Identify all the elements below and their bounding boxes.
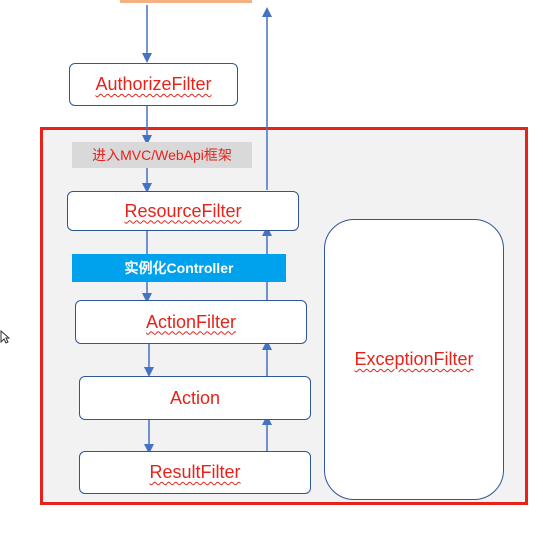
exception-filter-label: ExceptionFilter xyxy=(354,349,474,369)
instantiate-controller-tag: 实例化Controller xyxy=(72,254,286,282)
result-filter-box: ResultFilter xyxy=(79,451,311,494)
action-label: Action xyxy=(169,387,221,408)
exception-filter-box: ExceptionFilter xyxy=(324,219,504,500)
resource-filter-box: ResourceFilter xyxy=(67,191,299,231)
action-filter-label: ActionFilter xyxy=(145,311,237,332)
action-filter-box: ActionFilter xyxy=(75,300,307,344)
authorize-filter-label: AuthorizeFilter xyxy=(95,74,212,94)
cropped-top-element xyxy=(120,0,252,3)
authorize-filter-box: AuthorizeFilter xyxy=(69,63,238,106)
resource-filter-label: ResourceFilter xyxy=(124,200,242,221)
enter-framework-tag: 进入MVC/WebApi框架 xyxy=(72,142,252,168)
instantiate-controller-label: 实例化Controller xyxy=(124,260,234,276)
action-box: Action xyxy=(79,376,311,420)
mouse-cursor-icon xyxy=(0,330,10,344)
enter-framework-label: 进入MVC/WebApi框架 xyxy=(92,147,232,163)
result-filter-label: ResultFilter xyxy=(149,462,241,482)
